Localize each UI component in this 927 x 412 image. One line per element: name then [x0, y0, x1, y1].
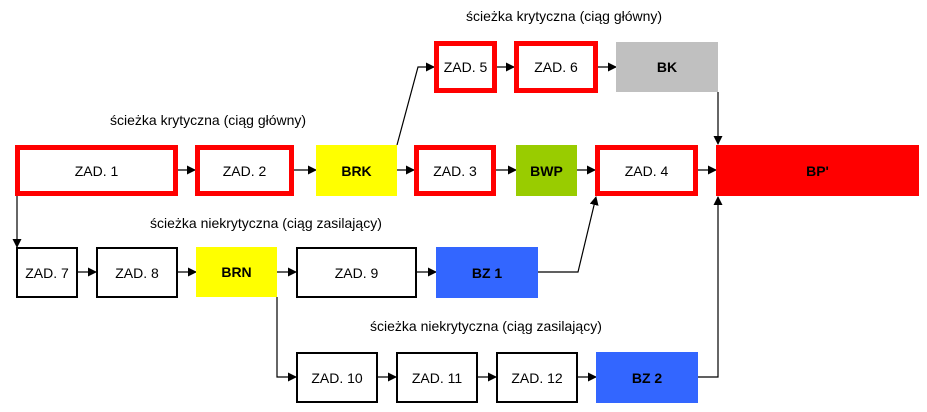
node-zad3: ZAD. 3 [414, 145, 496, 196]
node-zad2: ZAD. 2 [195, 145, 294, 196]
node-zad7: ZAD. 7 [16, 247, 78, 298]
node-bk: BK [616, 42, 718, 92]
label-critical-main: ścieżka krytyczna (ciąg główny) [110, 112, 307, 128]
node-zad6: ZAD. 6 [514, 41, 598, 93]
node-zad8: ZAD. 8 [96, 247, 178, 298]
node-brk: BRK [316, 145, 397, 196]
node-zad5: ZAD. 5 [434, 41, 497, 93]
node-bp: BP' [716, 145, 919, 196]
node-zad4: ZAD. 4 [595, 145, 698, 196]
node-zad1: ZAD. 1 [15, 145, 178, 196]
node-brn: BRN [196, 247, 277, 297]
node-zad9: ZAD. 9 [296, 247, 417, 298]
edge-brk-zad5 [396, 62, 435, 146]
edge-bz1-zad4 [538, 196, 599, 273]
node-zad11: ZAD. 11 [396, 352, 478, 403]
label-noncritical-1: ścieżka niekrytyczna (ciąg zasilający) [150, 215, 382, 231]
label-noncritical-2: ścieżka niekrytyczna (ciąg zasilający) [370, 318, 602, 334]
label-critical-top: ścieżka krytyczna (ciąg główny) [466, 8, 663, 24]
node-zad12: ZAD. 12 [496, 352, 578, 403]
edge-bz2-bp [698, 196, 723, 378]
node-bz1: BZ 1 [436, 247, 538, 298]
edge-brn-zad10 [276, 297, 297, 382]
node-zad10: ZAD. 10 [296, 352, 378, 403]
node-bz2: BZ 2 [596, 352, 698, 403]
node-bwp: BWP [516, 145, 577, 196]
